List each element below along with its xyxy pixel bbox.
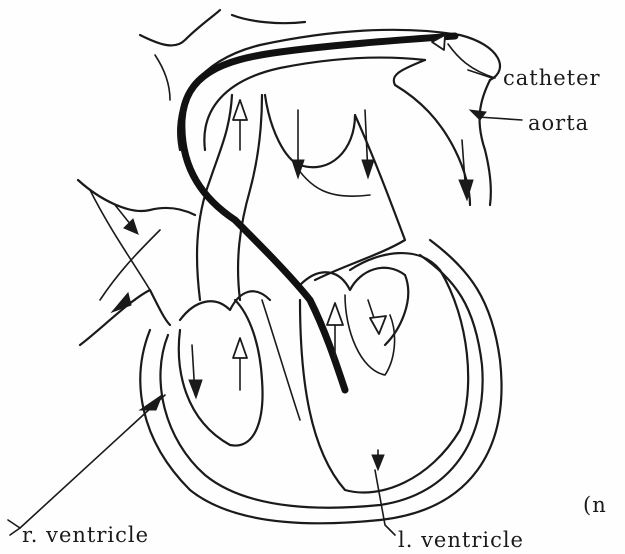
aorta-leader-line (478, 117, 522, 120)
right-atrium-wall (90, 190, 150, 290)
aorta-leader-tick (470, 110, 486, 120)
lv-flow-arrowhead-down (370, 316, 386, 334)
ra-flow-arrowhead-1 (124, 219, 138, 234)
interventricular-septum (262, 300, 300, 420)
aortic-arch-inner (204, 58, 425, 150)
aorta-flow-arrowhead (459, 180, 473, 200)
descending-aorta-inner (480, 80, 491, 205)
catheter-label: catheter (503, 66, 601, 90)
lv-apex-arrowhead (372, 455, 384, 470)
top-vessel-right (232, 15, 305, 23)
catheter-line (182, 36, 455, 390)
heart-inner-wall (160, 255, 482, 508)
lv-flow-arrowhead-up (327, 303, 343, 325)
right-atrium-wall-2 (100, 230, 160, 300)
r-ventricle-leader-hook (8, 520, 20, 535)
pulmonary-flow-arrowhead (233, 100, 247, 120)
right-ventricle-chamber (179, 300, 263, 446)
r-ventricle-leader-line (20, 395, 165, 528)
r-ventricle-label: r. ventricle (22, 523, 149, 547)
vena-cava-upper (78, 180, 195, 215)
top-vessel-left (140, 10, 220, 45)
cut-off-caption: (n (583, 493, 607, 517)
pulmonary-trunk-left (197, 95, 232, 300)
rv-flow-arrowhead-down (189, 380, 202, 398)
tricuspid-valve (180, 291, 270, 320)
l-ventricle-label: l. ventricle (398, 528, 524, 552)
aorta-label: aorta (528, 111, 589, 135)
left-ventricle-chamber (300, 253, 468, 492)
left-atrium (265, 95, 405, 280)
catheter-leader-curve (448, 44, 495, 78)
pulmonary-trunk-right (238, 95, 262, 300)
top-vessel-mid (155, 55, 170, 100)
atrium-flow-arrowhead-2 (362, 160, 374, 178)
descending-aorta-outer (394, 60, 470, 205)
rv-flow-arrowhead-up (233, 338, 247, 358)
